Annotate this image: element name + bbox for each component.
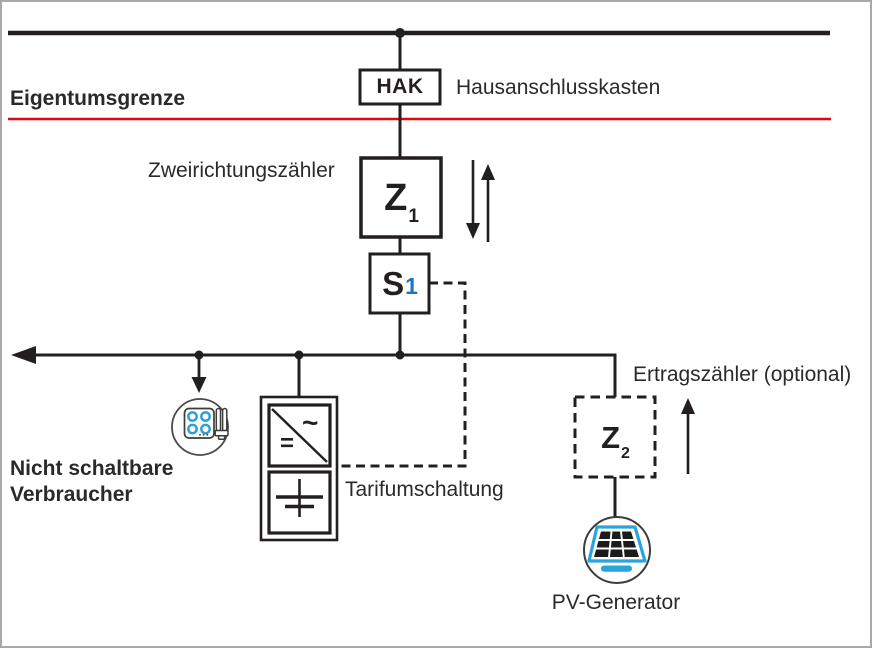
hak-box-label: HAK: [360, 70, 440, 104]
pv-generator-label: PV-Generator: [551, 591, 681, 614]
z1-letter: Z: [384, 176, 408, 219]
z1-meter-box: [359, 156, 443, 239]
distribution-line: [11, 346, 617, 397]
dc-symbol: =: [280, 430, 295, 457]
hausanschlusskasten-label: Hausanschlusskasten: [456, 76, 661, 99]
z2-letter: Z: [601, 419, 621, 455]
eigentumsgrenze-label: Eigentumsgrenze: [10, 87, 186, 110]
battery-symbol: [276, 479, 323, 517]
z1-box-label: Z1: [361, 158, 441, 237]
nicht-schaltbare-line2: Verbraucher: [10, 483, 133, 506]
z2-subscript: 2: [621, 444, 630, 462]
tariff-control-dashed-line: [337, 281, 467, 468]
s1-letter: S: [382, 265, 405, 302]
z1-subscript: 1: [408, 205, 419, 227]
zweirichtungszaehler-label: Zweirichtungszähler: [148, 159, 335, 182]
hak-box: [358, 68, 442, 106]
inverter-unit: [259, 395, 339, 542]
bidirectional-up-down-arrows: [466, 160, 495, 242]
grid-left-arrow: [11, 346, 36, 364]
tarifumschaltung-label: Tarifumschaltung: [345, 478, 504, 501]
s1-switch-box: [368, 252, 431, 315]
cfl-lamp-icon: [214, 407, 229, 441]
household-consumer-icon: [171, 398, 229, 456]
s1-digit: 1: [405, 273, 418, 299]
hak-text: HAK: [376, 75, 424, 98]
consumer-down-arrow: [191, 355, 207, 393]
grid-bus-line: [8, 28, 830, 38]
feed-in-up-arrow: [681, 398, 695, 474]
s1-box-label: S1: [370, 254, 429, 313]
z2-meter-box: [573, 395, 657, 479]
ac-symbol: ~: [302, 407, 319, 438]
pv-panel-icon: [583, 516, 651, 584]
nicht-schaltbare-line1: Nicht schaltbare: [10, 457, 174, 480]
ertragszaehler-label: Ertragszähler (optional): [633, 363, 852, 386]
z2-box-label: Z2: [575, 397, 655, 477]
nicht-schaltbare-verbraucher-label: Nicht schaltbare Verbraucher: [10, 456, 173, 508]
cooktop-icon: [183, 407, 215, 439]
